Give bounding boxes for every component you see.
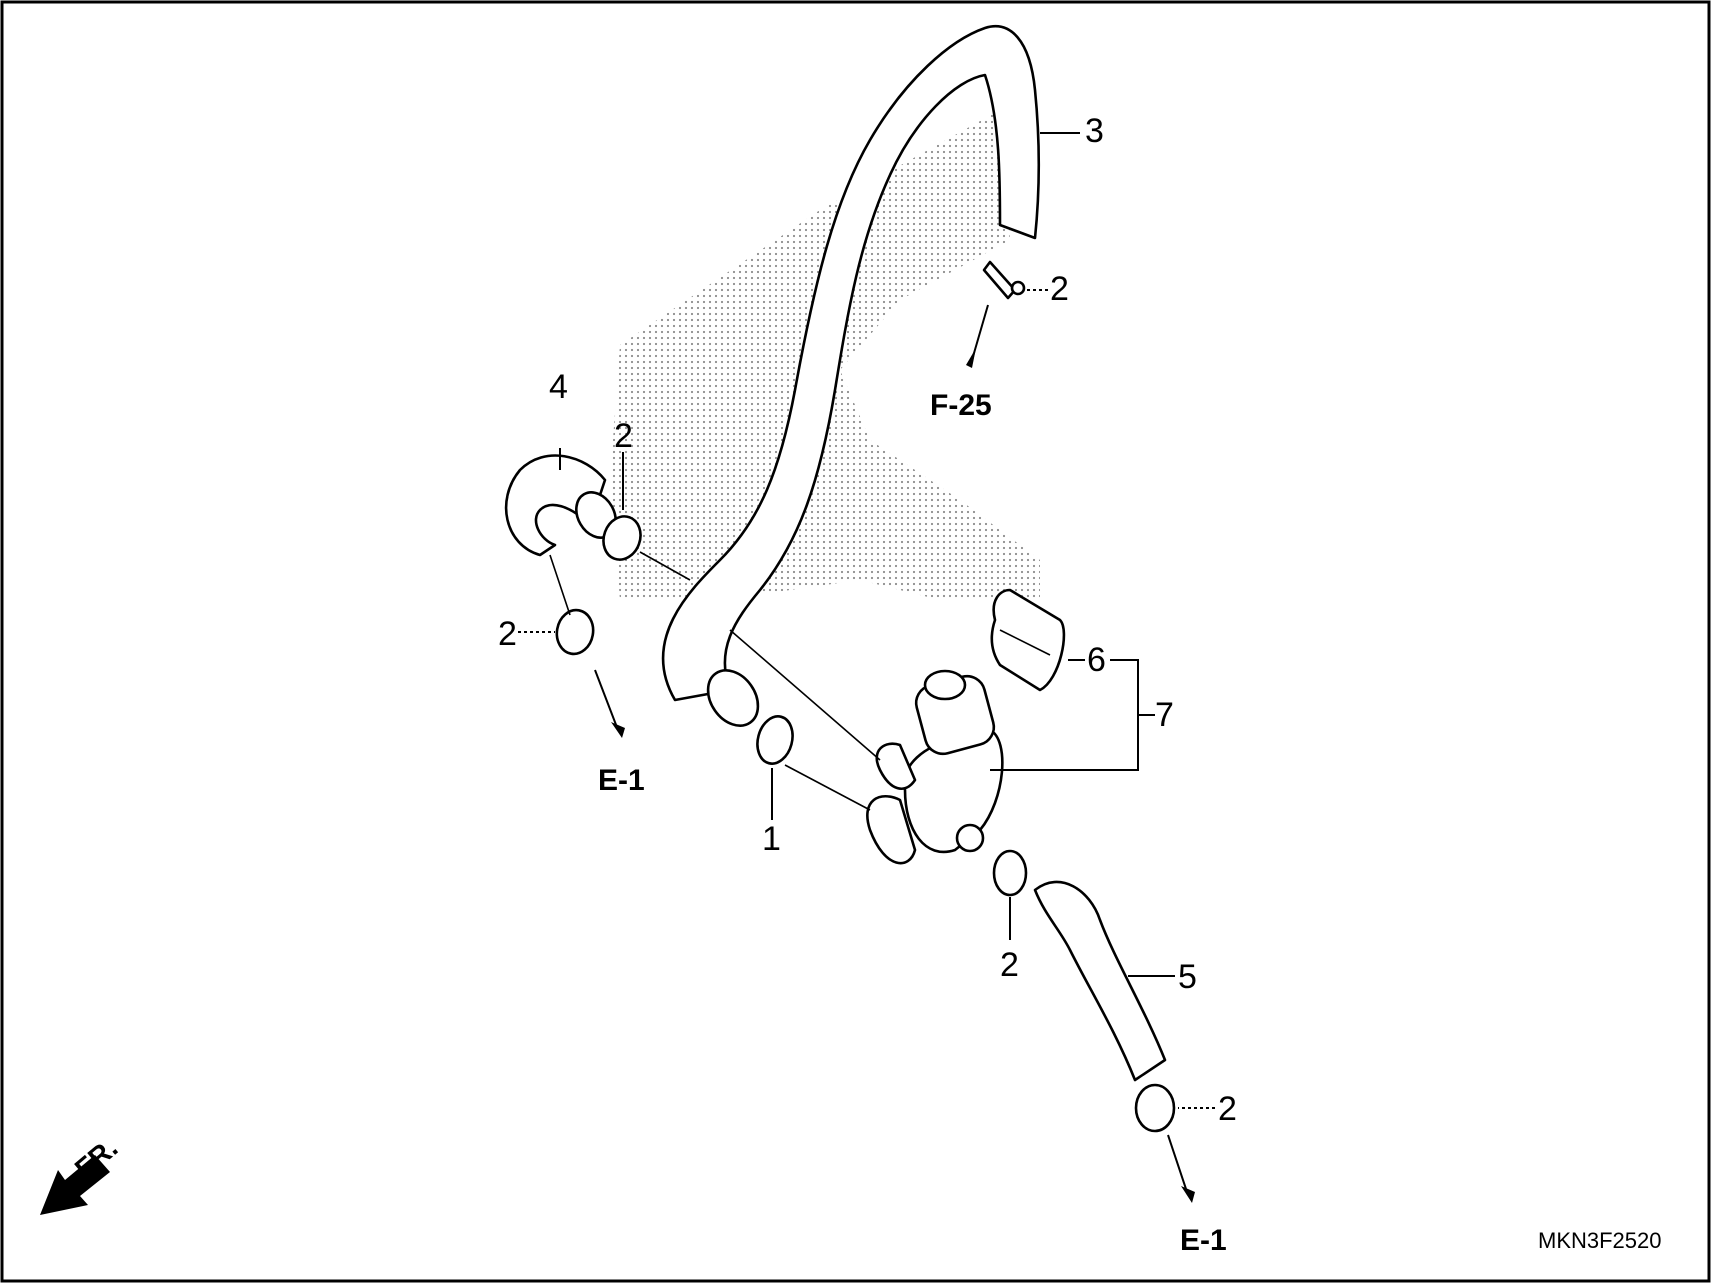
guide-line-d (549, 554, 571, 616)
ref-e1-left: E-1 (598, 764, 645, 797)
clamp-part-2-a (602, 515, 642, 561)
callout-2-b: 2 (498, 615, 517, 653)
callout-1: 1 (762, 820, 781, 858)
callout-4: 4 (549, 368, 568, 406)
arrow-e1-bottom-line (1167, 1134, 1189, 1196)
ref-f25: F-25 (930, 389, 992, 422)
holder-part-6 (990, 588, 1066, 692)
callout-2-e: 2 (1218, 1090, 1237, 1128)
short-hose-part-4 (504, 454, 607, 557)
callout-2-c: 2 (1050, 270, 1069, 308)
callout-5: 5 (1178, 958, 1197, 996)
o-ring-part-1 (756, 715, 794, 765)
valve-assembly-part-7 (903, 728, 1004, 854)
clamp-part-2-d (992, 849, 1028, 897)
front-direction-arrow-icon (40, 1155, 110, 1215)
arrow-e1-left-line (594, 669, 619, 731)
callout-2-d: 2 (1000, 946, 1019, 984)
long-hose-part-3 (661, 25, 1041, 702)
clamp-part-2-c (982, 260, 1017, 300)
guide-line-a (639, 551, 691, 581)
arrow-e1-bottom-head (1181, 1186, 1195, 1203)
callout-6: 6 (1087, 641, 1106, 679)
guide-line-b (729, 629, 881, 761)
callout-7: 7 (1155, 696, 1174, 734)
leader-7-bracket (990, 659, 1139, 771)
long-hose-end (706, 669, 760, 727)
drawing-code: MKN3F2520 (1538, 1228, 1662, 1253)
callout-2-a: 2 (614, 417, 633, 455)
valve-connector (923, 669, 967, 701)
valve-inlet-pipe (866, 794, 917, 865)
callout-3: 3 (1085, 112, 1104, 150)
clamp-part-2-b (555, 608, 595, 656)
guide-line-c (784, 764, 871, 811)
holder-slot (999, 629, 1051, 656)
lower-hose-part-5 (1033, 880, 1167, 1082)
clamp-part-2-e (1134, 1083, 1176, 1133)
arrow-f25-head (966, 348, 976, 368)
valve-port (955, 823, 985, 853)
valve-outlet-pipe (875, 742, 917, 790)
clamp-part-2-c-head (1010, 280, 1026, 296)
arrow-e1-left-head (611, 722, 625, 738)
ref-e1-bottom: E-1 (1180, 1224, 1227, 1257)
